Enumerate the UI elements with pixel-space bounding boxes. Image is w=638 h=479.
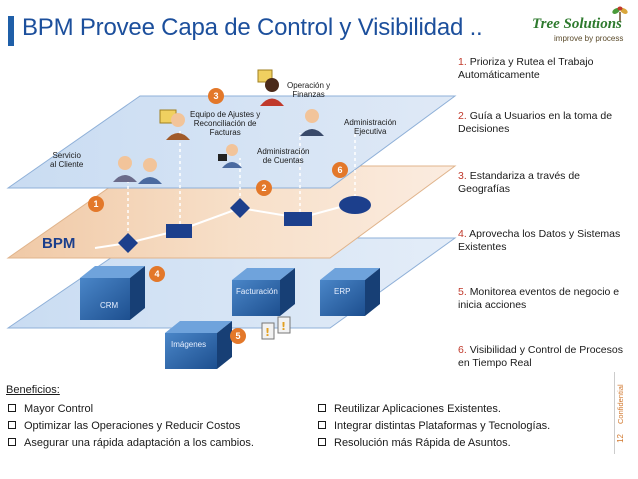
benefit-item: Asegurar una rápida adaptación a los cam…: [8, 436, 254, 450]
capability-item: 6. Visibilidad y Control de Procesos en …: [458, 344, 623, 369]
system-cubes: [80, 266, 380, 369]
logo-name: Tree Solutions: [532, 16, 622, 32]
tree-solutions-logo: Tree Solutions improve by process: [532, 6, 632, 50]
logo-tagline: improve by process: [554, 34, 624, 43]
badge-1: 1: [88, 196, 104, 212]
person-servicio-icon: [113, 156, 162, 184]
badge-2: 2: [256, 180, 272, 196]
badge-5: 5: [230, 328, 246, 344]
label-erp: ERP: [334, 287, 351, 296]
label-imagenes: Imágenes: [171, 340, 207, 349]
benefit-item: Integrar distintas Plataformas y Tecnolo…: [318, 419, 550, 433]
svg-text:!: !: [281, 320, 286, 333]
person-admin-cuentas-icon: [218, 144, 242, 168]
side-tab: [614, 372, 630, 454]
checkbox-icon: [318, 421, 326, 429]
process-flow: [94, 196, 371, 253]
person-operacion-icon: [257, 69, 284, 106]
facturacion-cube: [232, 268, 295, 316]
badge-3: 3: [208, 88, 224, 104]
benefit-item: Mayor Control: [8, 402, 93, 416]
svg-text:!: !: [265, 326, 270, 339]
alert-icons: ! !: [261, 316, 291, 340]
crm-cube: [80, 266, 145, 320]
bpm-layer-diagram: ! !: [0, 48, 460, 378]
person-admin-ejecutiva-icon: [300, 109, 324, 136]
badge-6: 6: [332, 162, 348, 178]
title-accent-bar: [8, 16, 14, 46]
benefit-item: Resolución más Rápida de Asuntos.: [318, 436, 511, 450]
checkbox-icon: [8, 404, 16, 412]
checkbox-icon: [8, 421, 16, 429]
label-crm: CRM: [100, 301, 119, 310]
capability-item: 4. Aprovecha los Datos y Sistemas Existe…: [458, 228, 621, 253]
checkbox-icon: [8, 438, 16, 446]
benefit-item: Reutilizar Aplicaciones Existentes.: [318, 402, 501, 416]
badge-4: 4: [149, 266, 165, 282]
bpm-label: BPM: [42, 235, 76, 252]
label-facturacion: Facturación: [236, 287, 278, 296]
slide-title: BPM Provee Capa de Control y Visibilidad…: [22, 14, 483, 41]
capability-item: 1. Prioriza y Rutea el Trabajo Automátic…: [458, 56, 594, 81]
confidential-label: Confidential: [616, 384, 625, 424]
capability-item: 3. Estandariza a través de Geografías: [458, 170, 580, 195]
checkbox-icon: [318, 438, 326, 446]
checkbox-icon: [318, 404, 326, 412]
people-icons: [113, 69, 324, 184]
imagenes-cube: [165, 321, 232, 369]
leaf-icon: [612, 6, 628, 22]
benefits-title: Beneficios:: [6, 384, 60, 396]
capability-item: 5. Monitorea eventos de negocio e inicia…: [458, 286, 620, 311]
erp-cube: [320, 268, 380, 316]
benefit-item: Optimizar las Operaciones y Reducir Cost…: [8, 419, 240, 433]
diagram-graphic: ! !: [6, 69, 457, 369]
person-equipo-icon: [159, 109, 190, 140]
page-number: 12: [616, 434, 625, 443]
capability-item: 2. Guía a Usuarios en la toma de Decisio…: [458, 110, 613, 135]
